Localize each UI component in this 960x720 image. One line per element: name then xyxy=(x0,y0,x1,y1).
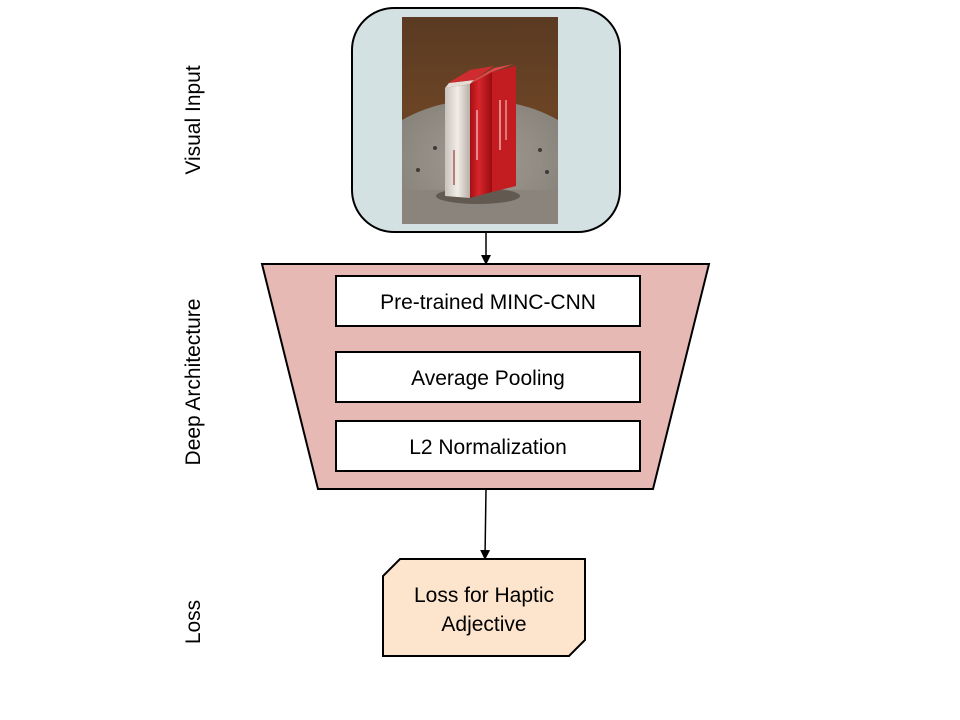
layer-pretrained-minc-cnn: Pre-trained MINC-CNN xyxy=(335,275,641,327)
loss-box xyxy=(382,558,586,657)
layer-average-pooling: Average Pooling xyxy=(335,351,641,403)
loss-box-line1: Loss for Haptic xyxy=(414,584,554,607)
layer-label: Average Pooling xyxy=(411,367,565,390)
layer-label: L2 Normalization xyxy=(409,436,567,459)
side-label-loss: Loss xyxy=(182,600,205,644)
arrow-architecture-to-loss xyxy=(480,488,491,560)
side-label-visual-input: Visual Input xyxy=(182,65,205,175)
input-object-photo xyxy=(402,17,558,224)
layer-label: Pre-trained MINC-CNN xyxy=(380,291,596,314)
side-label-deep-architecture: Deep Architecture xyxy=(182,299,205,466)
layer-l2-normalization: L2 Normalization xyxy=(335,420,641,472)
loss-box-line2: Adjective xyxy=(441,613,526,636)
